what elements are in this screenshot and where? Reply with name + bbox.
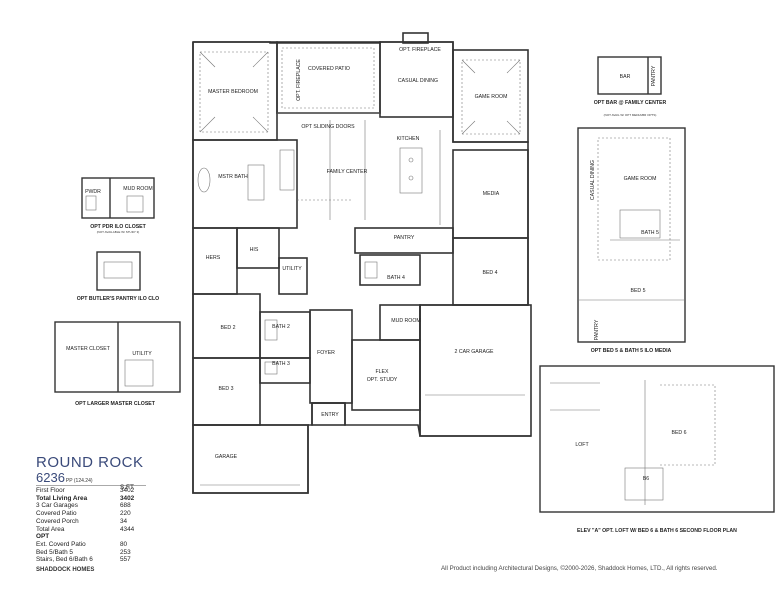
label-opt-study: OPT. STUDY [367,377,398,383]
caption-opt-pdr: OPT PDR ILO CLOSET [90,224,146,230]
label-inset-bed6: BED 6 [672,430,687,436]
label-opt-fireplace-side: OPT. FIREPLACE [296,59,302,101]
brand-name: SHADDOCK HOMES [36,567,95,573]
label-inset-mud-room: MUD ROOM [123,186,152,192]
label-inset-master-closet: MASTER CLOSET [66,346,111,352]
label-inset-bed5-pantry: PANTRY [594,319,600,340]
label-inset-pwdr: PWDR [85,189,101,195]
caption-larger-closet: OPT LARGER MASTER CLOSET [75,401,156,407]
label-inset-casual-dining: CASUAL DINING [590,160,596,200]
label-inset-game-room: GAME ROOM [624,176,657,182]
label-media: MEDIA [483,191,500,197]
label-bed2: BED 2 [221,325,236,331]
label-inset-bar-pantry: PANTRY [651,65,657,86]
copyright-notice: All Product including Architectural Desi… [441,565,718,572]
label-bath2: BATH 2 [272,324,290,330]
note-opt-pdr: (NOT AVAILABLE W/ STUDY 3) [97,230,140,234]
label-mstr-bath: MSTR BATH [218,174,248,180]
label-bath4: BATH 4 [387,275,405,281]
note-opt-bar: (NOT AVAIL W/ OPT MEDIA/BR OPTS) [604,113,657,117]
label-pantry: PANTRY [394,235,415,241]
caption-butler-pantry: OPT BUTLER'S PANTRY ILO CLO [77,296,159,302]
label-game-room: GAME ROOM [475,94,508,100]
caption-opt-bed5: OPT BED 5 & BATH 5 ILO MEDIA [591,348,672,354]
label-bed3: BED 3 [219,386,234,392]
label-family-center: FAMILY CENTER [327,169,368,175]
label-his: HIS [250,247,259,253]
plan-name: ROUND ROCK [36,454,144,471]
label-covered-patio: COVERED PATIO [308,66,350,72]
label-opt-fireplace-top: OPT. FIREPLACE [399,47,441,53]
label-entry: ENTRY [321,412,339,418]
label-two-car-garage: 2 CAR GARAGE [455,349,494,355]
opt-header: OPT [36,533,50,541]
label-flex: FLEX [376,369,390,375]
plan-number: 6236PP (124.24) [36,470,93,485]
label-mud-room: MUD ROOM [391,318,420,324]
caption-loft: ELEV "A" OPT. LOFT W/ BED 6 & BATH 6 SEC… [577,528,737,534]
label-casual-dining: CASUAL DINING [398,78,438,84]
label-utility: UTILITY [282,266,302,272]
label-garage: GARAGE [215,454,238,460]
label-inset-bar: BAR [620,74,631,80]
label-kitchen: KITCHEN [397,136,420,142]
label-bed4: BED 4 [483,270,498,276]
label-inset-b6: B6 [643,476,649,482]
label-inset-utility: UTILITY [132,351,152,357]
label-opt-sliding-doors: OPT SLIDING DOORS [301,124,355,130]
label-inset-bed5: BED 5 [631,288,646,294]
label-master-bedroom: MASTER BEDROOM [208,89,258,95]
caption-opt-bar: OPT BAR @ FAMILY CENTER [594,100,667,106]
label-bath3: BATH 3 [272,361,290,367]
label-hers: HERS [206,255,221,261]
label-inset-loft: LOFT [575,442,589,448]
label-foyer: FOYER [317,350,335,356]
label-inset-bath5: BATH 5 [641,230,659,236]
